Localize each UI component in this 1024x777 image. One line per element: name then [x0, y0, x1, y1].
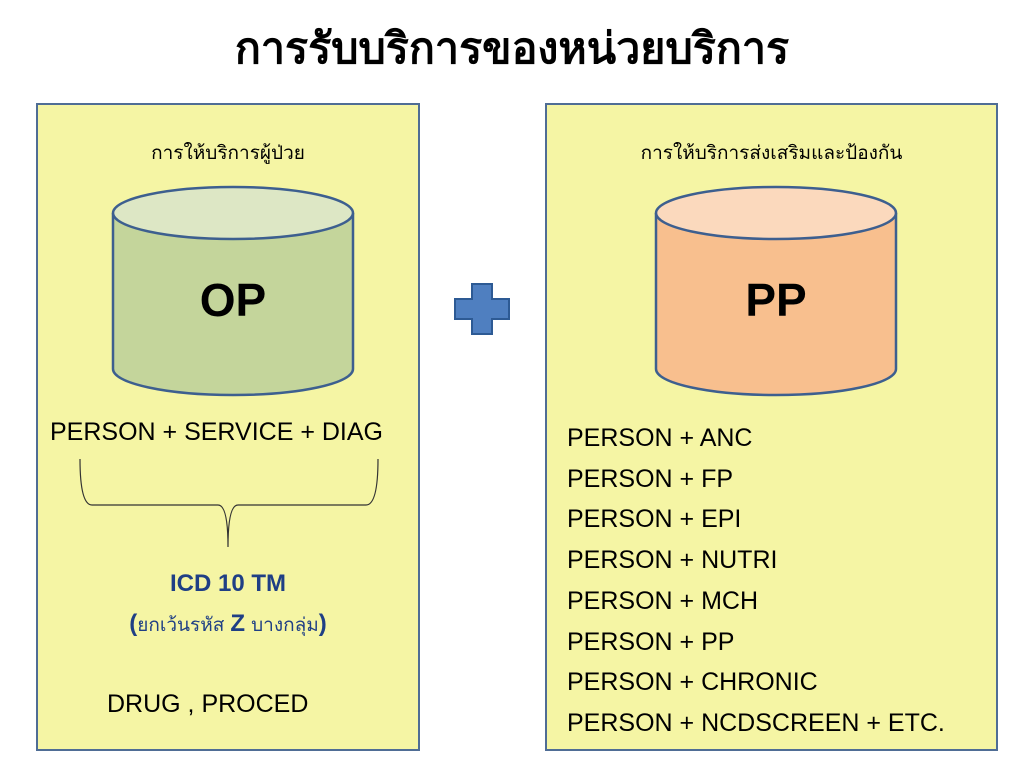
icd-note-text-2: บางกลุ่ม [245, 614, 319, 636]
brace-icon [79, 458, 379, 548]
icd-note-text-1: ยกเว้นรหัส [137, 614, 231, 636]
icd-note-open: ( [129, 610, 138, 637]
op-formula: PERSON + SERVICE + DIAG [50, 418, 383, 446]
list-item: PERSON + ANC [567, 424, 753, 452]
icd-note-code: Z [230, 610, 246, 637]
pp-database-cylinder: PP [653, 185, 899, 397]
pp-panel-heading: การให้บริการส่งเสริมและป้องกัน [640, 142, 903, 164]
page-title: การรับบริการของหน่วยบริการ [234, 24, 790, 74]
list-item: PERSON + PP [567, 627, 735, 656]
list-item: PERSON + FP [567, 464, 734, 493]
list-item: PERSON + EPI [567, 505, 742, 534]
icd-title: ICD 10 TM [169, 570, 286, 597]
list-item: PERSON + CHRONIC [567, 668, 818, 697]
icd-note-close: ) [318, 610, 327, 637]
list-item: PERSON + NCDSCREEN + ETC. [567, 708, 945, 737]
icd-note: (ยกเว้นรหัส Z บางกลุ่ม) [38, 610, 418, 640]
op-panel: การให้บริการผู้ป่วย OP PERSON + SERVICE … [36, 103, 420, 751]
op-extra: DRUG , PROCED [107, 690, 309, 718]
op-database-cylinder: OP [110, 185, 356, 397]
pp-item-list: PERSON + ANC PERSON + FP PERSON + EPI PE… [567, 418, 945, 744]
op-panel-heading: การให้บริการผู้ป่วย [151, 142, 305, 164]
list-item: PERSON + MCH [567, 586, 759, 615]
pp-cylinder-label: PP [745, 274, 807, 326]
list-item: PERSON + NUTRI [567, 546, 778, 575]
op-cylinder-label: OP [199, 274, 267, 326]
pp-panel: การให้บริการส่งเสริมและป้องกัน PP PERSON… [545, 103, 998, 751]
plus-icon [454, 283, 510, 335]
